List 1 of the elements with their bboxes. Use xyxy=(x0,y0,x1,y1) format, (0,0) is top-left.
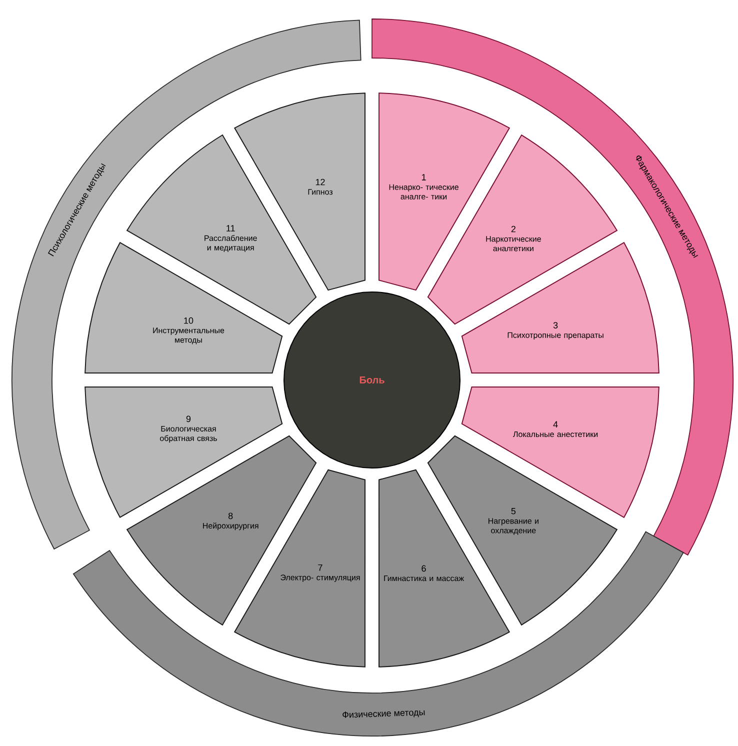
node-label: Физические методы xyxy=(342,710,425,718)
